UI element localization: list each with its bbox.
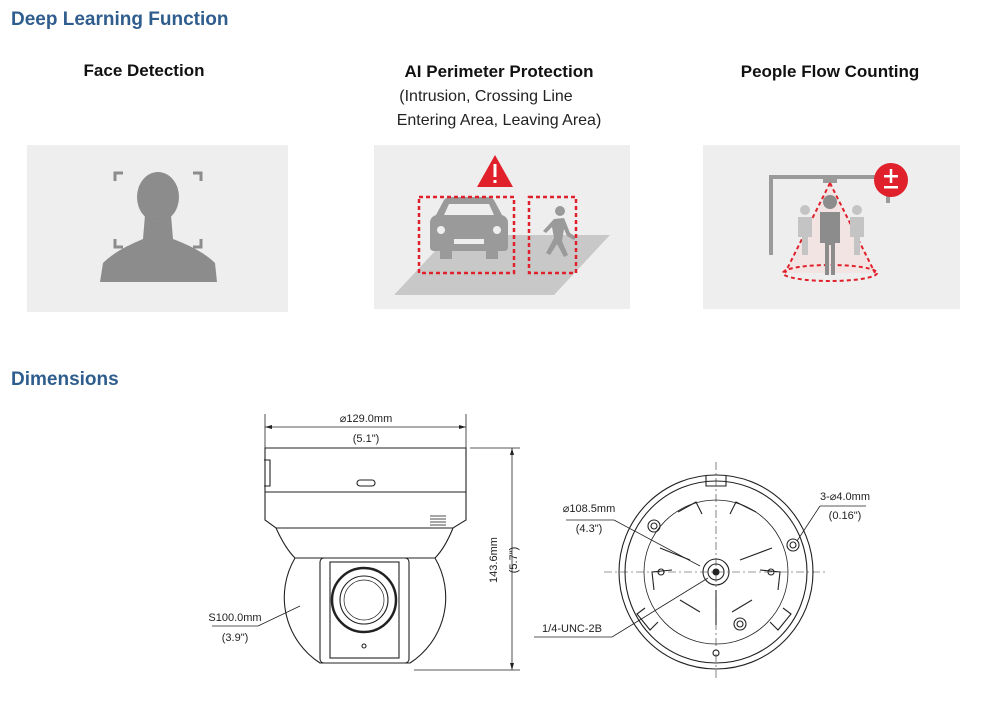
- height-dimension-label: 143.6mm: [488, 537, 500, 583]
- sphere-dimension-label: S100.0mm: [208, 612, 261, 624]
- face-detection-title: Face Detection: [83, 61, 205, 80]
- dimension-drawings: ⌀129.0mm (5.1") 143.6mm (5.7") S100.0mm …: [208, 413, 870, 680]
- width-dimension-inches: (5.1"): [353, 433, 380, 445]
- holes-dimension-label: 3-⌀4.0mm: [820, 491, 870, 503]
- height-dimension-inches: (5.7"): [508, 547, 520, 574]
- perimeter-protection-panel: [374, 145, 630, 309]
- camera-side-view: [264, 447, 467, 664]
- perimeter-protection-icon: [394, 155, 610, 295]
- perimeter-protection-subtitle-line-1: (Intrusion, Crossing Line: [399, 88, 573, 105]
- people-flow-counting-title: People Flow Counting: [740, 62, 920, 81]
- face-detection-panel: [27, 145, 288, 312]
- thread-label: 1/4-UNC-2B: [542, 623, 602, 635]
- dimensions-heading: Dimensions: [11, 369, 119, 390]
- perimeter-protection-title: AI Perimeter Protection: [404, 62, 594, 81]
- perimeter-protection-subtitle-line-2: Entering Area, Leaving Area): [396, 112, 602, 129]
- width-dimension-label: ⌀129.0mm: [340, 413, 392, 425]
- holes-dimension-inches: (0.16"): [829, 510, 862, 522]
- base-diameter-inches: (4.3"): [576, 523, 603, 535]
- base-diameter-label: ⌀108.5mm: [563, 503, 615, 515]
- deep-learning-heading: Deep Learning Function: [11, 9, 229, 30]
- sphere-dimension-inches: (3.9"): [222, 632, 249, 644]
- people-counting-icon: [769, 163, 908, 282]
- face-detection-icon: [100, 171, 217, 282]
- people-counting-panel: [703, 145, 960, 309]
